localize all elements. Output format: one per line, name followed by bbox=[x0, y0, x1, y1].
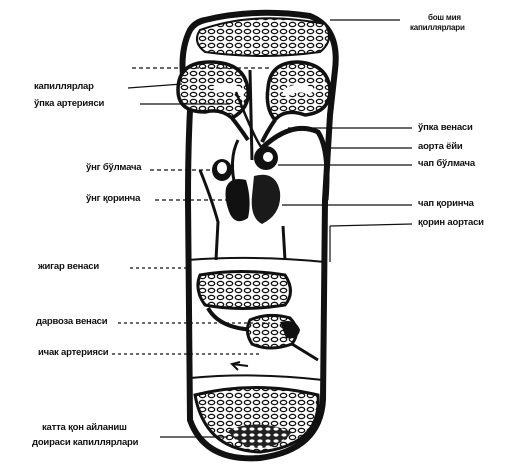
liver-capillaries bbox=[198, 272, 291, 309]
head-capillaries bbox=[197, 18, 329, 56]
hepatic-vein-label: жигар венаси bbox=[38, 262, 99, 272]
left-atrium-label: чап бўлмача bbox=[418, 159, 475, 169]
systemic-capillaries-label-line2: доираси капиллярлари bbox=[32, 438, 138, 448]
aortic-arch-label: аорта ёйи bbox=[418, 142, 463, 152]
portal-vein-label: дарвоза венаси bbox=[36, 317, 107, 327]
abdominal-aorta-label: қорин аортаси bbox=[418, 218, 484, 228]
leader-lines bbox=[112, 20, 412, 437]
right-ventricle-label: ўнг қоринча bbox=[86, 194, 140, 204]
head-capillaries-label-line2: капиллярлари bbox=[410, 24, 465, 32]
pulmonary-artery-vessel bbox=[232, 118, 248, 140]
capillaries-label: капиллярлар bbox=[34, 82, 94, 92]
right-atrium-label: ўнг бўлмача bbox=[86, 163, 141, 173]
right-ventricle-shape bbox=[226, 179, 250, 221]
head-capillaries-label-line1: бош мия bbox=[428, 14, 461, 22]
intestinal-artery-label: ичак артерияси bbox=[38, 348, 108, 358]
pulmonary-artery-label: ўпка артерияси bbox=[34, 99, 104, 109]
left-ventricle-label: чап қоринча bbox=[418, 199, 474, 209]
systemic-capillaries-label-line1: катта қон айланиш bbox=[42, 423, 127, 433]
left-ventricle-shape bbox=[252, 175, 280, 224]
pulmonary-vein-label: ўпка венаси bbox=[418, 123, 473, 133]
